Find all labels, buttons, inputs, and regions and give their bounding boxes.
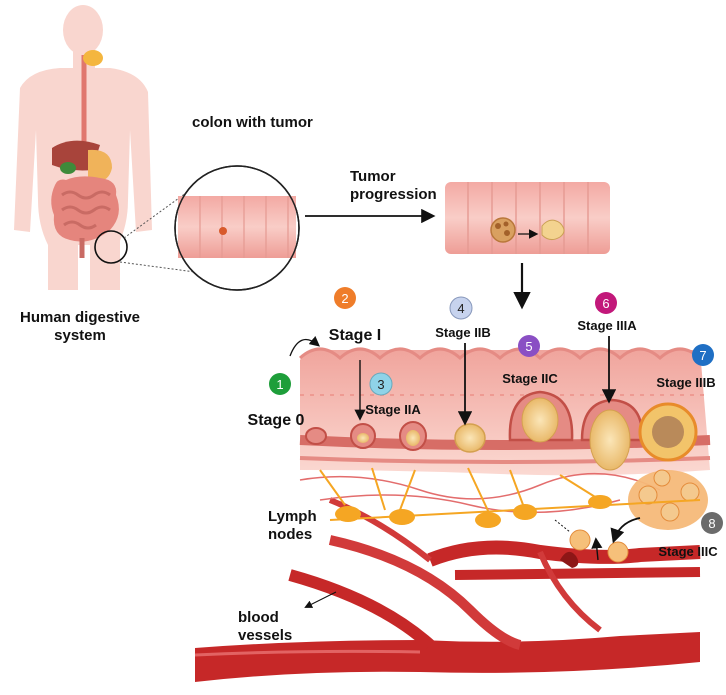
blood-vessels-label-2: vessels xyxy=(238,627,292,644)
stage-label-6: Stage IIIA xyxy=(577,318,637,333)
stage-4: 4 Stage IIB xyxy=(435,296,491,340)
blood-vessels xyxy=(194,497,701,682)
stage-badge-number-6: 6 xyxy=(602,296,609,311)
lymph-nodes xyxy=(319,467,701,528)
vessel-invasion-site xyxy=(560,551,579,568)
stage-badge-number-5: 5 xyxy=(525,339,532,354)
metastatic-cell xyxy=(569,529,591,551)
small-tumor-dot xyxy=(219,227,227,235)
stage-badge-number-8: 8 xyxy=(708,516,715,531)
stage-8: 8 Stage IIIC xyxy=(658,512,723,559)
stage-badge-number-3: 3 xyxy=(377,377,384,392)
stage-badge-6 xyxy=(595,292,617,314)
stage-7: 7 Stage IIIB xyxy=(656,344,716,390)
stage-label-2: Stage I xyxy=(329,327,381,344)
stage-badge-7 xyxy=(692,344,714,366)
stage-1: 1 Stage 0 xyxy=(248,373,305,429)
stage-badge-1 xyxy=(269,373,291,395)
stage-label-1: Stage 0 xyxy=(248,412,305,429)
stage-6: 6 Stage IIIA xyxy=(577,292,637,333)
stage-3: 3 Stage IIA xyxy=(365,372,421,417)
colon-with-tumor-label: colon with tumor xyxy=(192,114,313,131)
stage-badge-4 xyxy=(449,296,473,320)
tumor-cell-spread xyxy=(541,219,565,241)
stage-2: 2 Stage I xyxy=(329,287,381,344)
stage-badge-number-4: 4 xyxy=(457,301,464,316)
stage-arrows xyxy=(289,336,641,608)
metastatic-cell xyxy=(607,541,629,563)
colon-zoom-circle xyxy=(174,165,300,291)
stage-badge-8 xyxy=(701,512,723,534)
stage-5: 5 Stage IIC xyxy=(502,335,558,386)
stage-badge-2 xyxy=(334,287,356,309)
human-body-illustration xyxy=(14,5,152,290)
stage-badge-3 xyxy=(369,372,393,396)
lymph-nodes-label-1: Lymph xyxy=(268,508,317,525)
stage-label-4: Stage IIB xyxy=(435,325,491,340)
lymph-nodes-label-2: nodes xyxy=(268,526,312,543)
tumors xyxy=(305,390,708,563)
stage-badge-number-1: 1 xyxy=(276,377,283,392)
human-digestive-label-1: Human digestive xyxy=(20,309,140,326)
tumor-progression-label-2: progression xyxy=(350,186,437,203)
colon-segment-progression xyxy=(445,182,610,254)
stage-label-7: Stage IIIB xyxy=(656,375,715,390)
stage-badge-5 xyxy=(518,335,540,357)
stage-label-3: Stage IIA xyxy=(365,402,421,417)
stage-badge-number-7: 7 xyxy=(699,348,706,363)
blood-vessels-label-1: blood xyxy=(238,609,279,626)
stage-label-8: Stage IIIC xyxy=(658,544,718,559)
tumor-progression-label-1: Tumor xyxy=(350,168,396,185)
tumor-cluster xyxy=(490,217,516,243)
human-digestive-label-2: system xyxy=(54,327,106,344)
stage-badge-number-2: 2 xyxy=(341,291,348,306)
stage-label-5: Stage IIC xyxy=(502,371,558,386)
